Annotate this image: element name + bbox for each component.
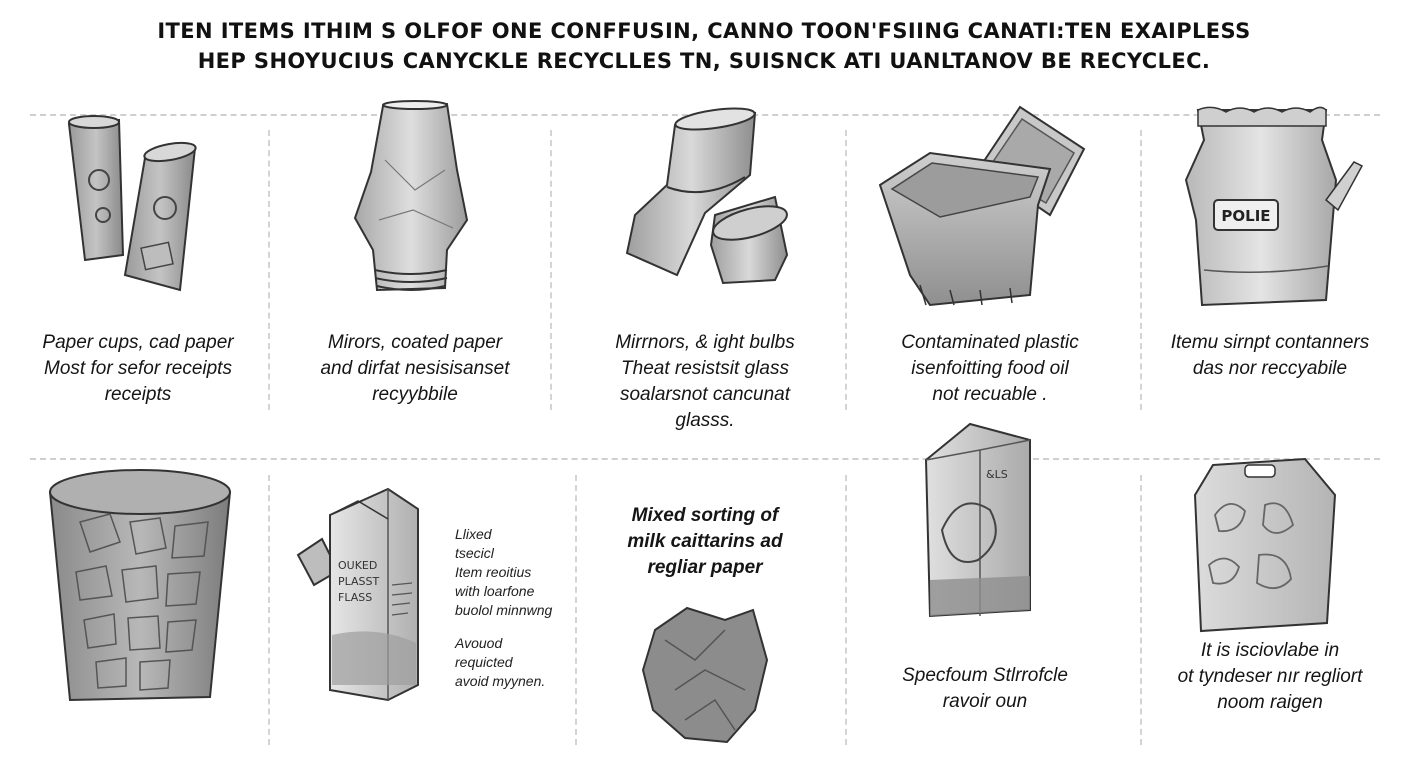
juice-carton-icon: &LS [920,420,1040,620]
column-divider [1140,130,1142,410]
broken-glass-icon [615,105,805,295]
caption-line: noom raigen [1217,692,1323,713]
item-caption: Mixed sorting of milk caittarins ad regl… [590,503,820,581]
item-caption: Itemu sirnpt contanners das nor reccyabi… [1145,330,1395,382]
column-divider [1140,475,1142,745]
item-caption: Mirors, coated paper and dirfat nesisisa… [290,330,540,408]
column-divider [550,130,552,410]
carton-label-line: OUKED [338,559,377,572]
note-line: avoid myynen. [455,673,546,689]
caption-line: Specfoum Stlrrofcle [902,665,1068,686]
item-caption: It is isciovlabe in ot tyndeser nır regl… [1140,638,1400,716]
page-title: ITEN ITEMS ITHIM S OLFOF ONE CONFFUSIN, … [0,16,1408,76]
caption-line: regliar paper [647,557,763,578]
item-caption: Specfoum Stlrrofcle ravoir oun [860,663,1110,715]
caption-line: Mixed sorting of [631,505,779,526]
caption-line: das nor reccyabile [1192,358,1348,379]
note-line: Item reoitius [455,564,532,580]
paper-cups-icon [55,110,225,310]
note-line: Avouod [455,635,503,651]
note-line: with loarfone [455,583,535,599]
note-line: Llixed [455,526,492,542]
carton-label-line: PLASST [338,575,380,588]
caption-line: receipts [104,384,172,405]
caption-line: Most for sefor receipts [44,358,232,379]
caption-line: not recuable . [932,384,1048,405]
column-divider [268,130,270,410]
caption-line: isenfoitting food oil [911,358,1069,379]
caption-line: soalarsnot cancunat [619,384,791,405]
carton-mark: &LS [986,468,1008,481]
column-divider [575,475,577,745]
ice-bucket-icon [40,462,240,707]
caption-line: ot tyndeser nır regliort [1177,666,1363,687]
caption-line: Mirrnors, & ight bulbs [615,332,795,353]
row-divider-middle [30,458,1380,460]
column-divider [845,475,847,745]
item-caption: Contaminated plastic isenfoitting food o… [855,330,1125,408]
carton-label-line: FLASS [338,591,372,604]
item-caption: Mirrnors, & ight bulbs Theat resistsit g… [570,330,840,434]
note-line: buolol minnwng [455,602,553,618]
note-line: tsecicl [455,545,494,561]
title-line-1: ITEN ITEMS ITHIM S OLFOF ONE CONFFUSIN, … [157,19,1251,43]
glass-vase-icon [335,100,485,310]
caption-line: It is isciovlabe in [1200,640,1340,661]
side-notes: Llixed tsecicl Item reoitius with loarfo… [455,525,552,691]
milk-carton-icon: OUKED PLASST FLASS [288,485,448,710]
caption-line: milk caittarins ad [627,531,783,552]
caption-line: Theat resistsit glass [621,358,789,379]
column-divider [268,475,270,745]
caption-line: Mirors, coated paper [327,332,503,353]
plastic-container-icon [870,105,1090,315]
column-divider [845,130,847,410]
title-line-2: HEP SHOYUCIUS CANYCKLE RECYCLLES TN, SUI… [197,49,1211,73]
caption-line: Contaminated plastic [901,332,1079,353]
crumpled-foil-icon [635,600,775,750]
plastic-bag-icon [1185,455,1345,635]
caption-line: and dirfat nesisisanset [320,358,510,379]
chip-bag-icon: POLIE [1178,100,1368,315]
bag-label: POLIE [1221,207,1270,225]
caption-line: recyybbile [372,384,458,405]
caption-line: ravoir oun [942,691,1028,712]
caption-line: Paper cups, cad paper [42,332,234,353]
caption-line: glasss. [675,410,735,431]
item-caption: Paper cups, cad paper Most for sefor rec… [18,330,258,408]
note-line: requicted [455,654,513,670]
caption-line: Itemu sirnpt contanners [1170,332,1370,353]
